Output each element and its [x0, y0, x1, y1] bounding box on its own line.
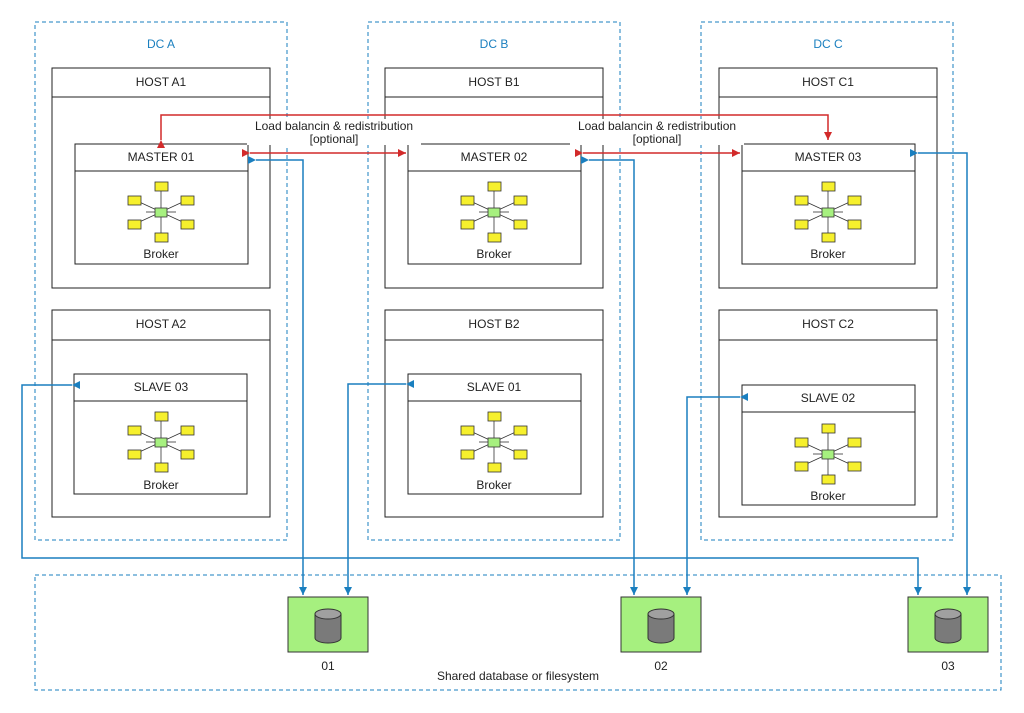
broker-caption: Broker	[810, 489, 845, 503]
storage-03-label: 03	[941, 659, 955, 673]
shared-storage-label: Shared database or filesystem	[437, 669, 599, 683]
slave-01-title: SLAVE 01	[467, 380, 522, 394]
broker-caption: Broker	[476, 247, 511, 261]
dc-a-label: DC A	[147, 37, 175, 51]
host-c2-label: HOST C2	[802, 317, 854, 331]
host-a1-label: HOST A1	[136, 75, 187, 89]
master-03-title: MASTER 03	[795, 150, 862, 164]
host-a2-label: HOST A2	[136, 317, 187, 331]
slave-03-title: SLAVE 03	[134, 380, 189, 394]
broker-caption: Broker	[143, 478, 178, 492]
load-balancing-note-right-line2: [optional]	[633, 132, 682, 146]
load-balancing-note-left-line1: Load balancin & redistribution	[255, 119, 413, 133]
dc-b-label: DC B	[480, 37, 509, 51]
load-balancing-links	[157, 114, 832, 157]
database-icon	[647, 608, 675, 644]
database-icon	[934, 608, 962, 644]
storage-01-label: 01	[321, 659, 335, 673]
storage-node-03: 03	[907, 596, 989, 673]
broker-caption: Broker	[476, 478, 511, 492]
load-balancing-note-right: Load balancin & redistribution [optional…	[570, 119, 744, 146]
database-icon	[314, 608, 342, 644]
load-balancing-note-right-line1: Load balancin & redistribution	[578, 119, 736, 133]
broker-caption: Broker	[143, 247, 178, 261]
load-balancing-note-left-line2: [optional]	[310, 132, 359, 146]
slave-02-title: SLAVE 02	[801, 391, 856, 405]
load-balancing-note-left: Load balancin & redistribution [optional…	[247, 119, 421, 146]
broker-caption: Broker	[810, 247, 845, 261]
host-c1-label: HOST C1	[802, 75, 854, 89]
broker-slave-01: SLAVE 01 Broker	[407, 373, 582, 495]
dc-c-label: DC C	[813, 37, 843, 51]
broker-slave-03: SLAVE 03 Broker	[73, 373, 248, 495]
storage-node-01: 01	[287, 596, 369, 673]
broker-master-03: MASTER 03 Broker	[741, 143, 916, 265]
master-02-title: MASTER 02	[461, 150, 528, 164]
broker-master-01: MASTER 01 Broker	[74, 143, 249, 265]
storage-links	[21, 149, 971, 595]
storage-node-02: 02	[620, 596, 702, 673]
host-b2-label: HOST B2	[468, 317, 519, 331]
master-01-title: MASTER 01	[128, 150, 195, 164]
broker-master-02: MASTER 02 Broker	[407, 143, 582, 265]
broker-slave-02: SLAVE 02 Broker	[741, 384, 916, 506]
storage-02-label: 02	[654, 659, 668, 673]
host-b1-label: HOST B1	[468, 75, 519, 89]
